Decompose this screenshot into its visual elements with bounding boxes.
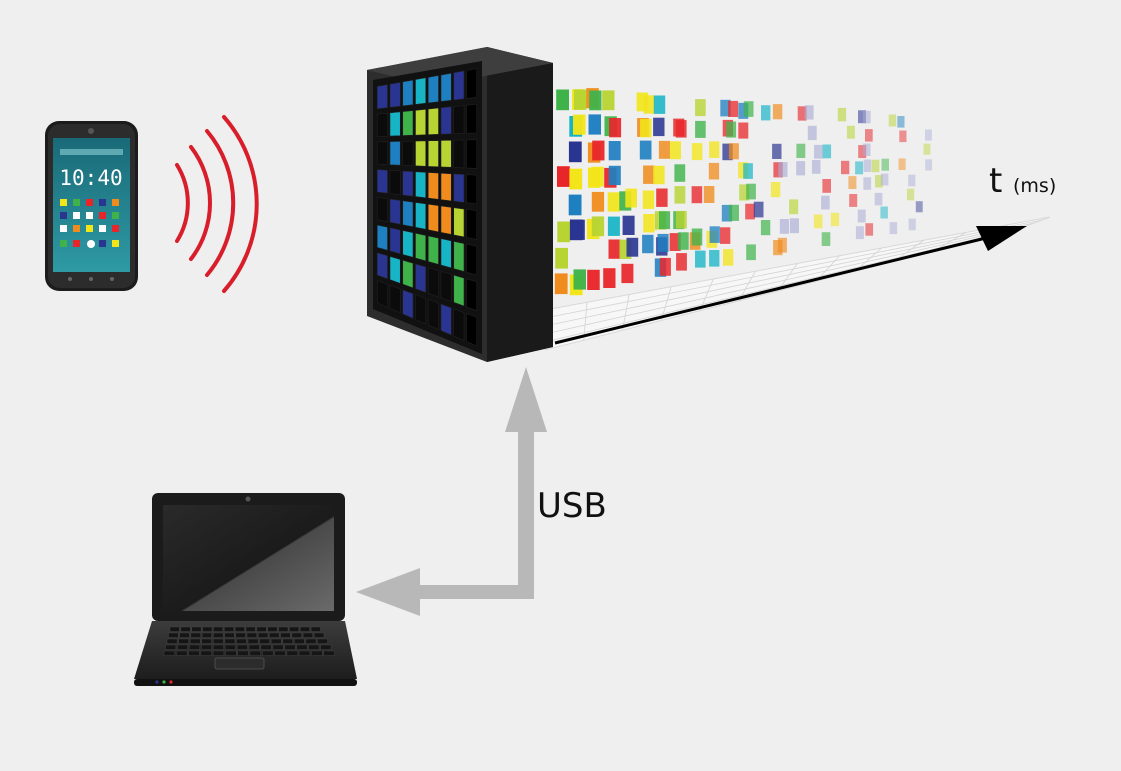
wireless-signal-icon <box>175 115 259 293</box>
led-matrix-device-icon <box>367 47 553 362</box>
laptop-icon <box>134 493 357 686</box>
phone-app-grid <box>60 199 119 248</box>
time-axis-unit: (ms) <box>1013 175 1056 197</box>
phone-clock: 10:40 <box>59 166 122 190</box>
usb-label: USB <box>537 486 607 526</box>
smartphone-icon: 10:40 <box>45 121 138 291</box>
time-axis-symbol: t <box>989 161 1002 201</box>
pixel-frames-cloud <box>554 88 933 296</box>
led-matrix-front-panel <box>376 68 478 347</box>
usb-arrow-icon <box>356 367 547 616</box>
laptop-keyboard <box>163 626 335 656</box>
time-arrow-icon <box>554 226 1027 345</box>
